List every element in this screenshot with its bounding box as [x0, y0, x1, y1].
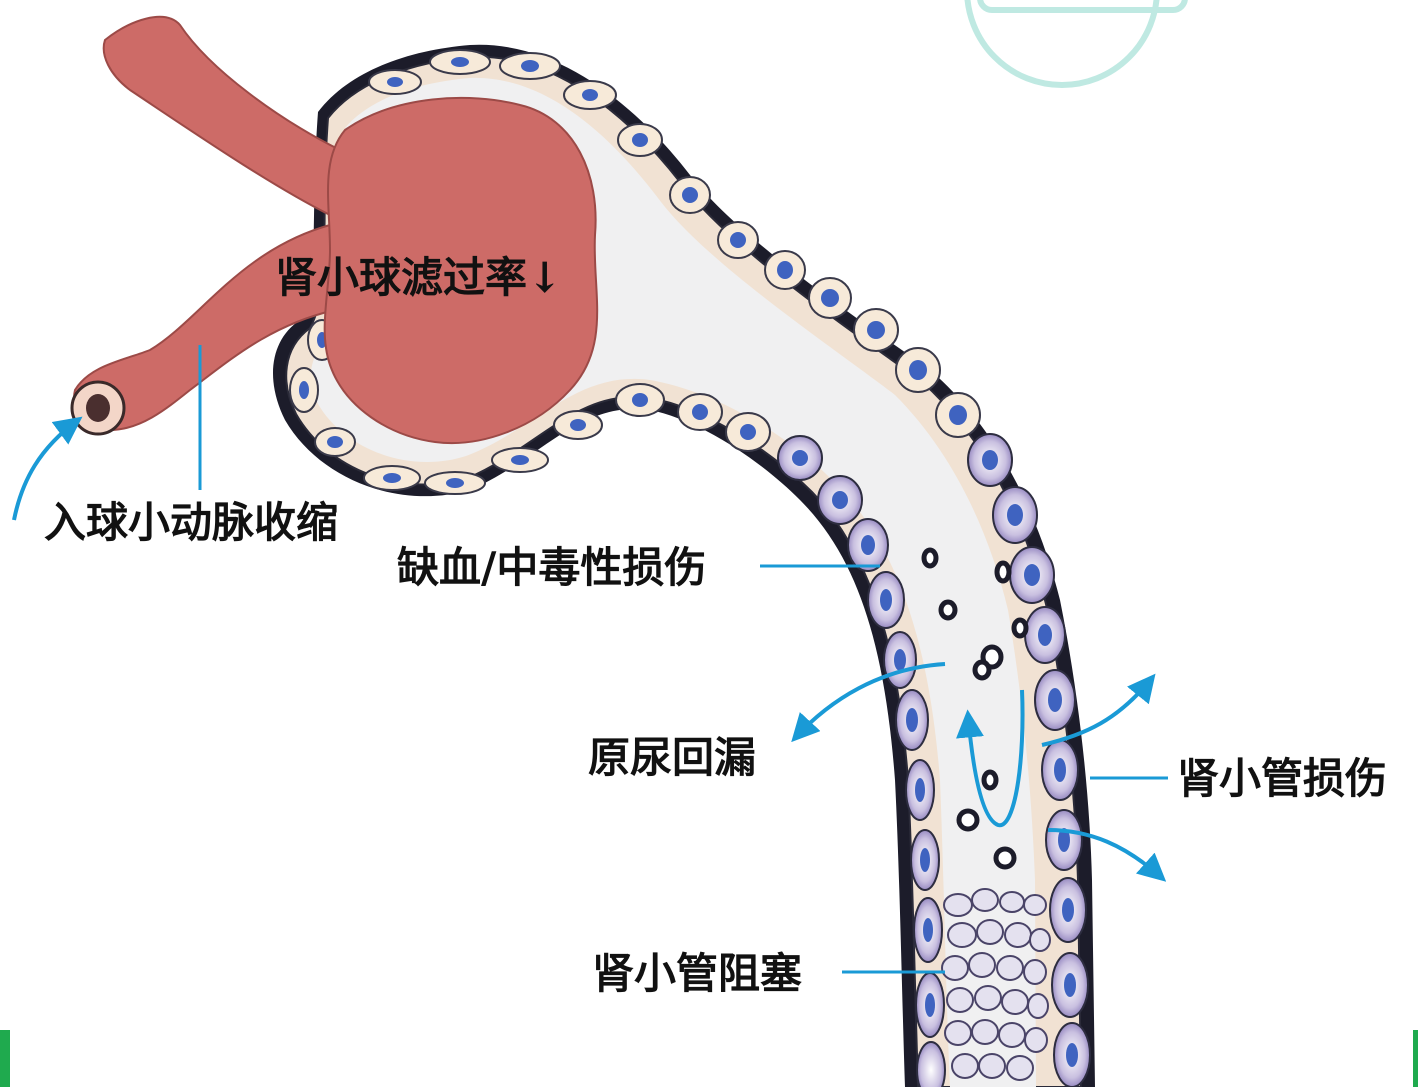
watermark-logo	[967, 0, 1185, 85]
gfr-label: 肾小球滤过率↓	[275, 253, 562, 302]
tubule-injury-label: 肾小管损伤	[1177, 754, 1387, 803]
corner-bar-right	[1413, 1030, 1418, 1087]
corner-bar-left	[0, 1030, 10, 1087]
arteriole-opening	[72, 382, 124, 434]
afferent-constriction-label: 入球小动脉收缩	[44, 498, 338, 547]
ischemia-toxic-injury-label: 缺血/中毒性损伤	[397, 543, 706, 592]
efferent-arteriole	[104, 17, 340, 215]
backleak-label: 原尿回漏	[588, 733, 756, 782]
tubule-obstruction-label: 肾小管阻塞	[592, 949, 802, 998]
